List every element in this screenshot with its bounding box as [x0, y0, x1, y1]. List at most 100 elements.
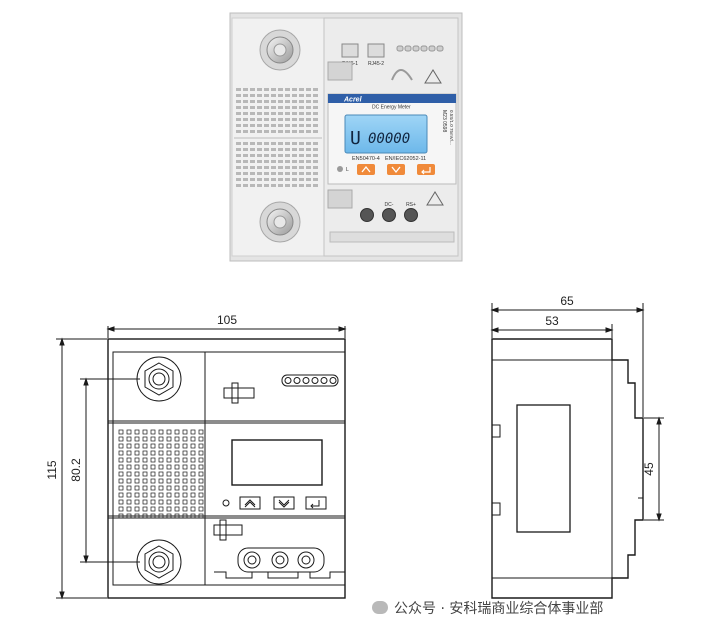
photo-standard-left: EN50470-4	[352, 156, 380, 162]
vent-slot	[236, 142, 241, 145]
vent-hole	[190, 429, 196, 435]
vent-hole	[182, 492, 188, 498]
vent-slot	[299, 154, 304, 157]
vent-slot	[243, 124, 248, 127]
vent-slot	[243, 166, 248, 169]
vent-hole	[190, 513, 196, 519]
vent-hole	[118, 450, 124, 456]
vent-hole	[118, 443, 124, 449]
vent-slot	[299, 148, 304, 151]
photo-clip-loop	[391, 69, 413, 81]
vent-slot	[299, 124, 304, 127]
photo-terminal-rs-label: RS+	[406, 202, 416, 208]
vent-hole	[182, 436, 188, 442]
vent-hole	[158, 443, 164, 449]
dim-pitch-label: 80.2	[69, 458, 83, 482]
vent-hole	[198, 492, 204, 498]
vent-hole	[142, 457, 148, 463]
vent-slot	[306, 94, 311, 97]
vent-hole	[134, 457, 140, 463]
vent-hole	[190, 471, 196, 477]
dim-width-arrows	[106, 326, 347, 332]
led-dot	[311, 377, 319, 384]
vent-slot	[313, 88, 318, 91]
front-view-drawing	[56, 326, 347, 600]
front-terminal-screws	[243, 551, 315, 569]
vent-hole	[150, 499, 156, 505]
photo-button-down[interactable]	[387, 164, 405, 175]
photo-button-enter[interactable]	[417, 164, 435, 175]
front-status-led	[222, 499, 230, 507]
vent-slot	[306, 184, 311, 187]
vent-slot	[292, 124, 297, 127]
vent-hole	[166, 492, 172, 498]
dim-height-label: 115	[45, 460, 59, 479]
vent-hole	[198, 471, 204, 477]
photo-button-up[interactable]	[357, 164, 375, 175]
vent-slot	[250, 88, 255, 91]
vent-hole	[182, 429, 188, 435]
vent-hole	[142, 450, 148, 456]
vent-hole	[126, 492, 132, 498]
front-clip-bottom	[213, 524, 243, 536]
vent-slot	[264, 118, 269, 121]
vent-slot	[278, 100, 283, 103]
vent-slot	[257, 184, 262, 187]
vent-slot	[257, 142, 262, 145]
photo-brand-bar	[328, 94, 456, 103]
vent-hole	[134, 436, 140, 442]
photo-din-clip-top	[327, 61, 353, 81]
photo-lcd-unit: U	[350, 128, 361, 149]
vent-slot	[236, 178, 241, 181]
vent-slot	[271, 130, 276, 133]
product-photo: RJ45-1 RJ45-2 Acrel DC Energy Meter U 00…	[229, 12, 463, 262]
led-dot	[396, 45, 404, 52]
front-button-enter[interactable]	[305, 496, 327, 510]
vent-hole	[134, 429, 140, 435]
vent-slot	[292, 142, 297, 145]
vent-slot	[264, 106, 269, 109]
vent-hole	[190, 443, 196, 449]
vent-hole	[150, 471, 156, 477]
front-left-module	[112, 351, 206, 586]
led-dot	[329, 377, 337, 384]
vent-slot	[264, 112, 269, 115]
front-up-icon	[244, 499, 256, 508]
front-button-up[interactable]	[239, 496, 261, 510]
vent-slot	[257, 94, 262, 97]
vent-hole	[158, 436, 164, 442]
vent-slot	[257, 100, 262, 103]
photo-lcd	[344, 114, 428, 154]
photo-status-led	[337, 166, 343, 172]
vent-slot	[236, 172, 241, 175]
vent-hole	[158, 513, 164, 519]
vent-slot	[250, 178, 255, 181]
vent-hole	[166, 506, 172, 512]
photo-terminal-2	[382, 208, 396, 222]
vent-slot	[306, 142, 311, 145]
vent-hole	[174, 485, 180, 491]
vent-hole	[158, 506, 164, 512]
vent-hole	[126, 513, 132, 519]
led-dot	[293, 377, 301, 384]
dim-width-label: 105	[217, 313, 237, 327]
vent-hole	[150, 485, 156, 491]
side-outline	[491, 338, 644, 599]
vent-hole	[150, 429, 156, 435]
vent-slot	[271, 112, 276, 115]
vent-slot	[236, 106, 241, 109]
vent-slot	[264, 124, 269, 127]
vent-slot	[271, 178, 276, 181]
front-button-down[interactable]	[273, 496, 295, 510]
vent-slot	[306, 154, 311, 157]
vent-slot	[306, 100, 311, 103]
vent-hole	[174, 478, 180, 484]
front-lower-rail	[107, 515, 346, 519]
vent-slot	[243, 142, 248, 145]
vent-hole	[150, 457, 156, 463]
vent-hole	[118, 506, 124, 512]
vent-slot	[299, 160, 304, 163]
vent-slot	[313, 124, 318, 127]
vent-slot	[271, 118, 276, 121]
vent-slot	[313, 100, 318, 103]
